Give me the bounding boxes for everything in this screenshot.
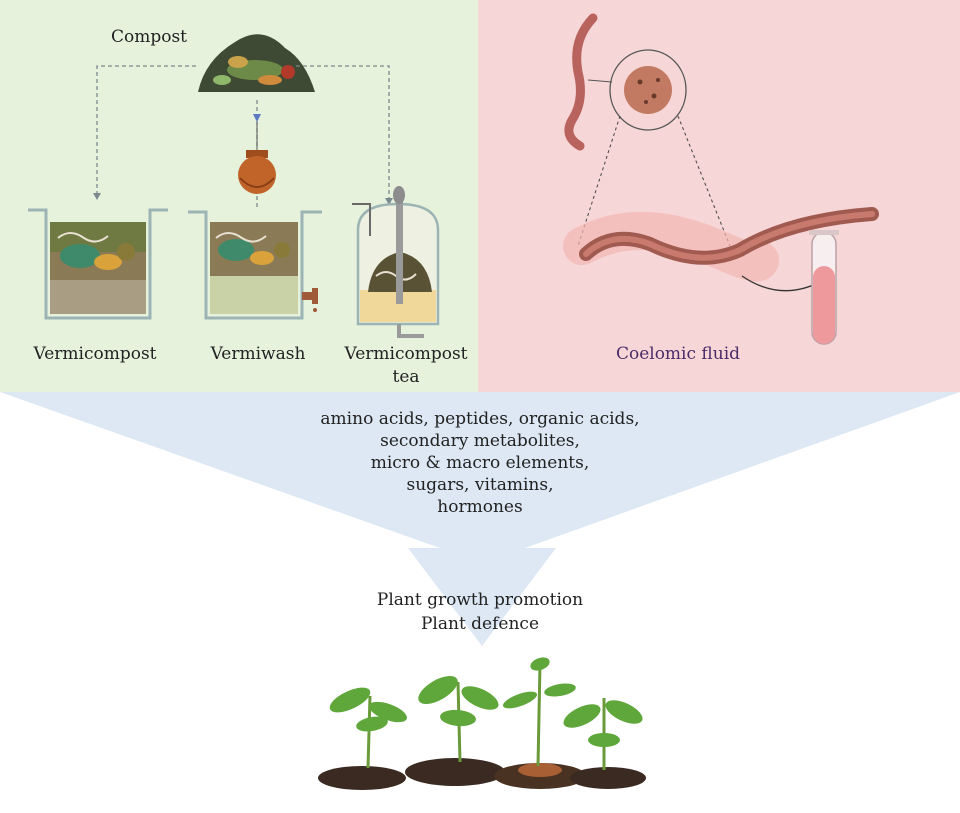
vermicompost-bin-icon: [28, 208, 168, 320]
vermiwash-label: Vermiwash: [210, 344, 306, 364]
vermicompost-label: Vermicompost: [33, 344, 157, 364]
outcome-defence: Plant defence: [420, 614, 540, 634]
vermiwash-bin-icon: [188, 210, 322, 320]
funnel-arrow: [0, 392, 960, 646]
earthworm-panel: [478, 0, 960, 392]
plant-outcomes-list: Plant growth promotion Plant defence: [330, 588, 630, 636]
earthworm-small-icon: [564, 13, 687, 151]
compost-heap-icon: [198, 34, 315, 92]
vermicompost-tea-label: Vermicompost tea: [344, 344, 468, 387]
coelomic-fluid-label: Coelomic fluid: [615, 344, 741, 364]
outcome-growth: Plant growth promotion: [376, 590, 584, 610]
tea-brewer-icon: [352, 186, 440, 338]
component-line: amino acids, peptides, organic acids,: [320, 409, 640, 429]
seedlings-icon: [318, 657, 646, 790]
bioactive-components-list: amino acids, peptides, organic acids, se…: [280, 408, 680, 518]
compost-label: Compost: [110, 27, 188, 47]
component-line: micro & macro elements,: [370, 453, 590, 473]
test-tube-icon: [809, 230, 839, 345]
clay-pot-icon: [238, 122, 276, 194]
earthworm-large-icon: [563, 207, 879, 292]
component-line: hormones: [437, 497, 523, 517]
magnification-lines: [577, 115, 731, 247]
component-line: sugars, vitamins,: [406, 475, 554, 495]
connector-arrowheads: [93, 114, 393, 205]
component-line: secondary metabolites,: [380, 431, 580, 451]
